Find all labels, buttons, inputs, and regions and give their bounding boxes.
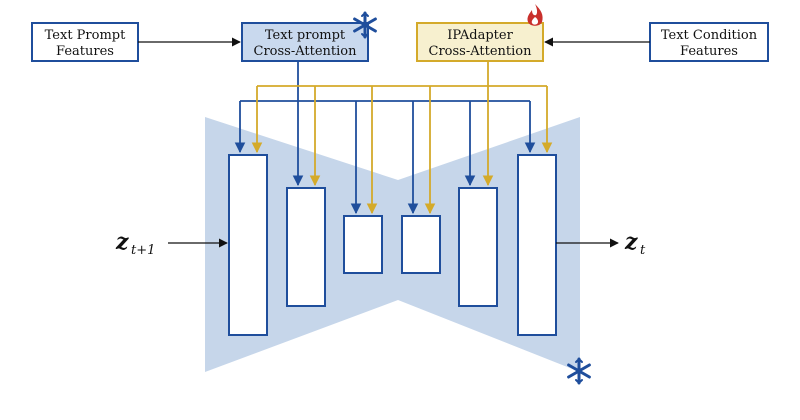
ipadapter-cross-attention-line2: Cross-Attention [429,44,533,59]
output-latent: z t [624,229,646,258]
output-latent-symbol: z [624,229,638,255]
unet-block-1 [228,154,268,336]
ipadapter-cross-attention-box: IPAdapter Cross-Attention [416,22,544,62]
text-prompt-cross-attention-box: Text prompt Cross-Attention [241,22,369,62]
text-prompt-features-line1: Text Prompt [45,28,126,43]
text-condition-features-box: Text Condition Features [649,22,769,62]
text-prompt-cross-attention-line2: Cross-Attention [254,44,358,59]
output-latent-subscript: t [640,243,646,258]
input-latent: z t+1 [115,229,155,258]
text-prompt-features-line2: Features [56,44,114,59]
text-condition-features-line1: Text Condition [661,28,758,43]
unet-block-3 [343,215,383,274]
unet-block-5 [458,187,498,307]
input-latent-subscript: t+1 [131,243,155,258]
text-prompt-attention-routing [234,61,536,215]
snowflake-icon [567,357,591,385]
text-prompt-cross-attention-line1: Text prompt [265,28,346,43]
unet-block-6 [517,154,557,336]
input-latent-symbol: z [115,229,129,255]
unet-block-4 [401,215,441,274]
text-prompt-features-box: Text Prompt Features [31,22,139,62]
flame-icon [527,4,543,26]
unet-blocks [228,154,557,336]
text-condition-features-line2: Features [680,44,738,59]
ipadapter-cross-attention-line1: IPAdapter [447,28,513,43]
ipadapter-attention-routing [251,61,553,215]
snowflake-icon [353,11,377,39]
unet-block-2 [286,187,326,307]
